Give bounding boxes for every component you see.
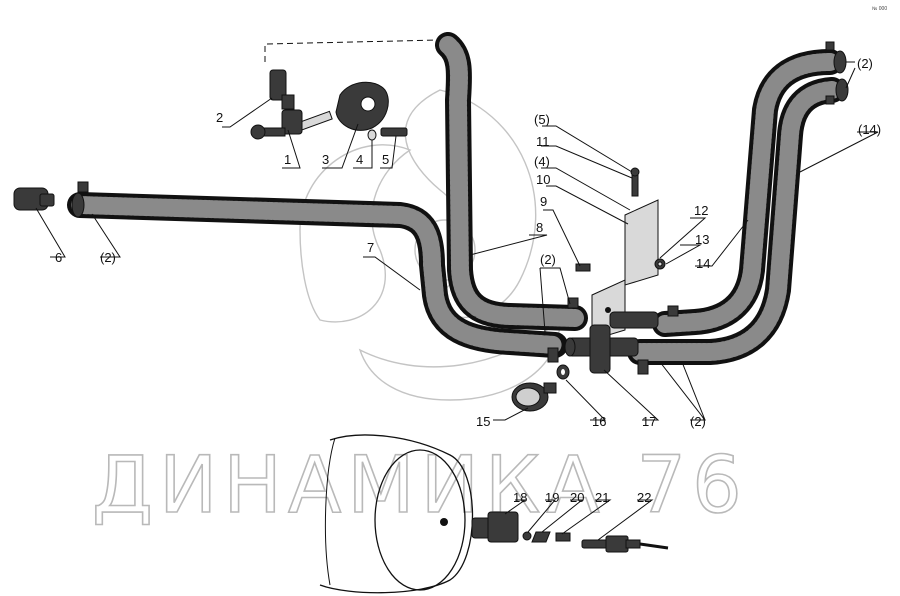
label-4: 4: [356, 152, 363, 167]
label-15: 15: [476, 414, 490, 429]
leader-lines: [35, 61, 879, 541]
label-17: 17: [642, 414, 656, 429]
label-10: 10: [536, 172, 550, 187]
label-7: 7: [367, 240, 374, 255]
part-1-2-valve: [250, 69, 333, 140]
label-1: 1: [284, 152, 291, 167]
label-12: 12: [694, 203, 708, 218]
part-15-cap: [511, 382, 557, 412]
label-22: 22: [637, 490, 651, 505]
part-16-washer: [556, 364, 570, 380]
label-p4: (4): [534, 154, 550, 169]
hose-8: [435, 32, 588, 331]
tank: [319, 434, 474, 594]
label-16: 16: [592, 414, 606, 429]
label-13: 13: [695, 232, 709, 247]
label-p2-top-right: (2): [857, 56, 873, 71]
hose-7: [67, 192, 568, 358]
label-19: 19: [545, 490, 559, 505]
label-p2-bottom-right: (2): [690, 414, 706, 429]
label-2: 2: [216, 110, 223, 125]
label-18: 18: [513, 490, 527, 505]
assembly-line: [264, 39, 441, 62]
part-4-5-bolt: [367, 127, 408, 141]
label-21: 21: [595, 490, 609, 505]
label-9: 9: [540, 194, 547, 209]
label-p2-left: (2): [100, 250, 116, 265]
label-p5: (5): [534, 112, 550, 127]
hose-14-outer: [652, 49, 843, 337]
callout-labels: 2 1 3 4 5 6 (2) 7 8 (2) 9 10 (4) 11 (5) …: [55, 56, 881, 505]
label-3: 3: [322, 152, 329, 167]
part-20-clip: [531, 531, 551, 543]
part-6-cap: [13, 187, 55, 211]
watermark-text: ДИНАМИКА 76: [92, 441, 748, 531]
label-11: 11: [536, 134, 550, 149]
part-3-flange: [335, 81, 389, 131]
part-19-ball: [522, 531, 532, 541]
label-8: 8: [536, 220, 543, 235]
part-22-sensor: [581, 535, 669, 553]
label-p14: (14): [858, 122, 881, 137]
label-p2-center: (2): [540, 252, 556, 267]
part-18-union: [471, 511, 519, 543]
label-20: 20: [570, 490, 584, 505]
part-17-tee: [564, 311, 659, 374]
label-5: 5: [382, 152, 389, 167]
part-21-plate: [555, 532, 571, 542]
hose-clamps: [71, 41, 849, 375]
label-14: 14: [696, 256, 710, 271]
corner-mark: № 000: [872, 6, 887, 12]
hose-14-inner: [627, 77, 845, 365]
label-6: 6: [55, 250, 62, 265]
